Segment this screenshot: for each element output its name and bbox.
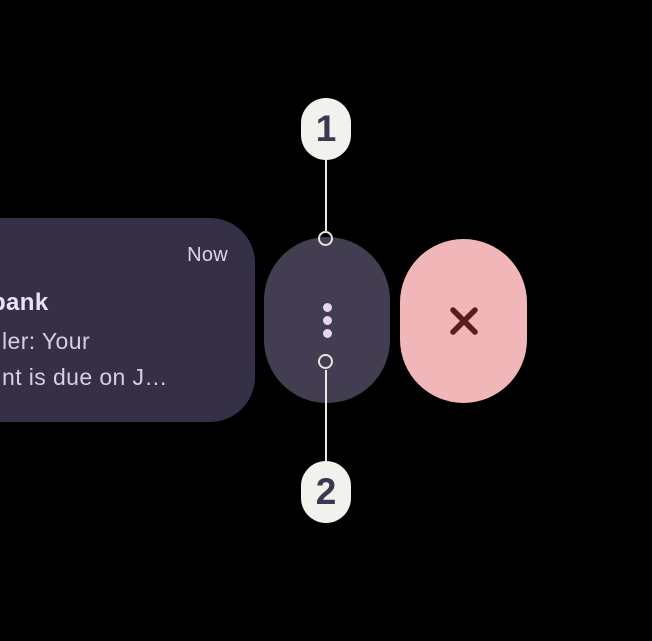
callout-badge-2: 2: [301, 461, 351, 523]
notification-timestamp: Now: [187, 244, 228, 266]
close-x-icon: [449, 307, 478, 335]
vertical-ellipsis-icon: [322, 302, 332, 338]
ellipsis-dot: [322, 302, 332, 312]
callout-anchor-ring-1: [318, 231, 333, 246]
notification-title: bank: [0, 289, 49, 316]
notification-dismiss-button[interactable]: [400, 239, 527, 403]
callout-2-label: 2: [315, 471, 337, 512]
notification-menu-button[interactable]: [264, 237, 390, 403]
notification-card[interactable]: Now bank ler: Your nt is due on J…: [0, 218, 255, 422]
ellipsis-dot: [322, 328, 332, 338]
callout-anchor-ring-2: [318, 354, 333, 369]
callout-1-label: 1: [315, 108, 337, 149]
callout-connector-1: [325, 160, 327, 231]
notification-body-line-2: nt is due on J…: [2, 364, 168, 390]
callout-connector-2: [325, 370, 327, 461]
ellipsis-dot: [322, 315, 332, 325]
callout-badge-1: 1: [301, 98, 351, 160]
notification-body-line-1: ler: Your: [2, 328, 90, 354]
